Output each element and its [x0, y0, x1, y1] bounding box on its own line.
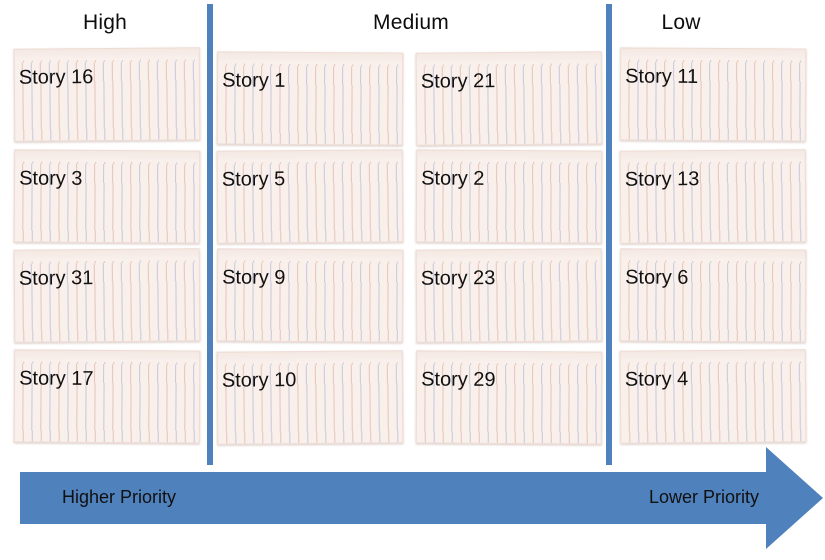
story-card-label: Story 11	[625, 65, 699, 88]
higher-priority-label: Higher Priority	[62, 487, 177, 507]
story-card: Story 23	[415, 248, 603, 343]
story-card: Story 5	[216, 149, 404, 244]
story-card: Story 10	[216, 350, 404, 445]
story-card-label: Story 5	[221, 168, 286, 191]
story-card: Story 17	[13, 349, 201, 444]
story-card-label: Story 23	[420, 267, 496, 290]
story-card-label: Story 9	[222, 266, 286, 289]
story-card: Story 21	[415, 51, 603, 146]
story-card-label: Story 6	[625, 266, 689, 289]
story-card: Story 3	[13, 149, 201, 244]
story-card: Story 11	[619, 47, 807, 142]
story-card-label: Story 2	[421, 167, 485, 190]
divider-line-medium-low	[606, 4, 612, 465]
lower-priority-label: Lower Priority	[649, 487, 760, 507]
story-card-label: Story 17	[19, 367, 94, 390]
story-card-label: Story 1	[222, 69, 286, 92]
story-card-label: Story 31	[18, 267, 94, 290]
divider-line-high-medium	[207, 4, 213, 465]
story-card: Story 6	[619, 248, 807, 343]
story-card: Story 16	[13, 47, 201, 142]
column-header-medium: Medium	[373, 11, 449, 34]
story-card: Story 29	[415, 350, 603, 445]
story-card-label: Story 4	[624, 368, 689, 391]
column-header-low: Low	[661, 11, 701, 34]
story-card: Story 9	[216, 248, 404, 343]
story-card: Story 2	[415, 149, 603, 244]
story-card: Story 4	[619, 349, 807, 444]
story-card: Story 1	[216, 51, 404, 146]
story-card: Story 31	[13, 248, 201, 343]
story-card-label: Story 21	[420, 70, 496, 93]
story-card-label: Story 16	[18, 66, 94, 89]
column-header-high: High	[83, 11, 127, 34]
story-card: Story 13	[619, 149, 807, 244]
story-card-label: Story 3	[19, 167, 83, 190]
story-card-label: Story 13	[624, 168, 700, 191]
story-card-label: Story 10	[221, 369, 297, 392]
story-card-label: Story 29	[421, 368, 496, 391]
